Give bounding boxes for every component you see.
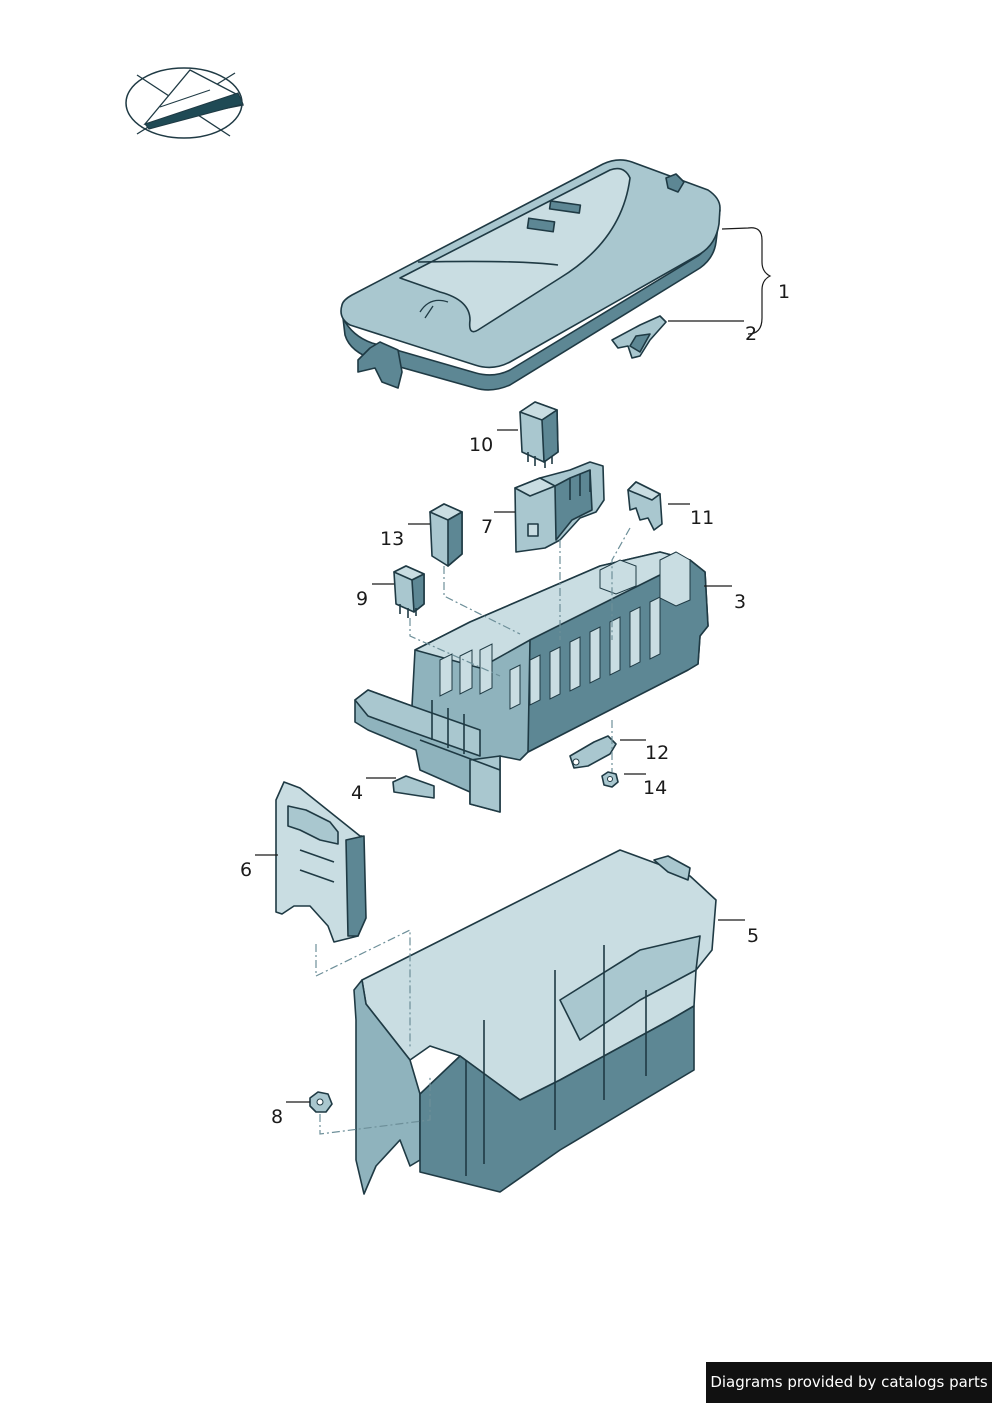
callout-3: 3	[734, 591, 746, 613]
callout-4: 4	[351, 782, 363, 804]
part-relay-13	[429, 503, 463, 567]
part-panel-6	[275, 781, 367, 943]
part-cover	[340, 159, 721, 391]
part-nut-14	[601, 771, 619, 788]
callout-9: 9	[356, 588, 368, 610]
callout-labels: 1 2 3 10 7 11 13 9 12 14 4 6 5 8	[240, 281, 790, 1128]
part-relay-9	[393, 565, 425, 618]
callout-5: 5	[747, 925, 759, 947]
callout-6: 6	[240, 859, 252, 881]
callout-1: 1	[778, 281, 790, 303]
callout-14: 14	[643, 777, 667, 799]
part-bracket-12	[569, 735, 617, 769]
assembly-lines	[315, 527, 631, 1135]
part-carrier-3	[354, 551, 709, 813]
callout-10: 10	[469, 434, 493, 456]
callout-12: 12	[645, 742, 669, 764]
part-nut-8	[309, 1091, 333, 1113]
callout-8: 8	[271, 1106, 283, 1128]
part-housing-5	[353, 849, 717, 1195]
orientation-logo-icon	[125, 67, 244, 139]
part-holder-7	[514, 461, 605, 553]
leader-lines	[255, 227, 772, 1103]
callout-2: 2	[745, 323, 757, 345]
callout-13: 13	[380, 528, 404, 550]
part-clip-4	[392, 775, 435, 799]
callout-7: 7	[481, 516, 493, 538]
credit-banner: Diagrams provided by catalogs parts	[706, 1362, 992, 1403]
callout-11: 11	[690, 507, 714, 529]
part-fuse-11	[627, 481, 663, 531]
part-relay-10	[519, 401, 559, 468]
part-clip	[611, 315, 667, 359]
